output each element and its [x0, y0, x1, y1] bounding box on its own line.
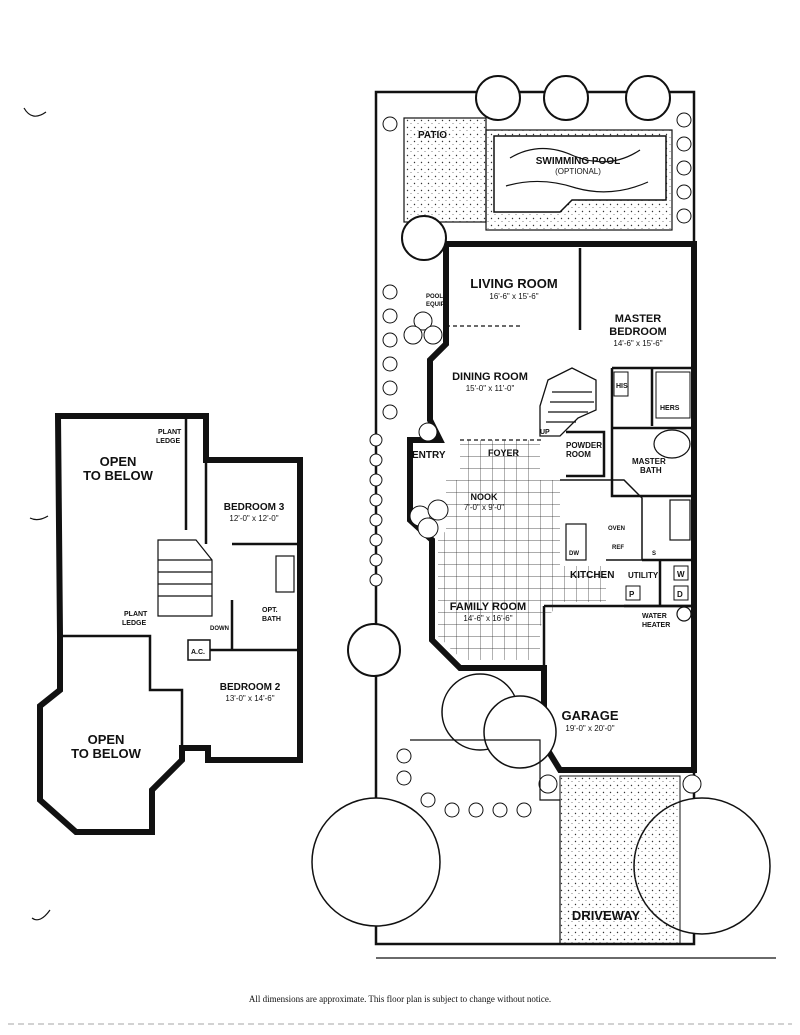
water-heater-tank [676, 606, 692, 622]
master-bath-walls [610, 428, 694, 498]
ac-box [187, 639, 211, 661]
kitchen-label: KITCHEN [570, 570, 614, 581]
upper-stair-treads [158, 559, 212, 597]
pool-water-swirl-1 [509, 147, 641, 163]
garage-label: GARAGE [561, 708, 618, 723]
oven-label: OVEN [608, 526, 625, 532]
ac-label: A.C. [191, 649, 205, 656]
bedroom3-wall [204, 460, 300, 546]
dryer-label: D [677, 590, 683, 599]
foyer-tile [460, 440, 540, 480]
master-bedroom-dim: 14'-6" x 15'-6" [613, 339, 662, 348]
master-shower [669, 499, 691, 541]
powder-room-label-2: ROOM [566, 450, 591, 459]
first-floor-plan: PATIO SWIMMING POOL (OPTIONAL) POOL EQUI… [311, 75, 776, 959]
second-floor-plan: PLANT LEDGE OPEN TO BELOW BEDROOM 3 12'-… [37, 413, 303, 835]
bedroom2-dim: 13'-0" x 14'-6" [225, 694, 274, 703]
pantry-box [625, 585, 641, 601]
powder-room-label-1: POWDER [566, 441, 602, 450]
down-label: DOWN [210, 626, 229, 632]
master-bath-label-2: BATH [640, 466, 662, 475]
hers-closet [655, 371, 691, 419]
garage-wall [542, 604, 694, 668]
foyer-label: FOYER [488, 448, 520, 458]
margin-mark-mid [29, 515, 49, 521]
open-to-below-top-label-1: OPEN [100, 454, 137, 469]
nook-label: NOOK [471, 492, 499, 502]
dryer-box [673, 585, 689, 601]
master-closets-wall [610, 366, 694, 430]
water-heater-label-2: HEATER [642, 622, 670, 629]
upper-open-divider [60, 634, 184, 748]
dw-label: DW [569, 551, 579, 557]
upper-tub [275, 555, 295, 593]
open-to-below-top-label-2: TO BELOW [83, 468, 154, 483]
pool-equip-label-1: POOL [426, 294, 443, 300]
plant-ledge-top-label-1: PLANT [158, 429, 182, 436]
utility-label: UTILITY [628, 571, 659, 580]
living-room-dim: 16'-6" x 15'-6" [489, 292, 538, 301]
pool-equip-label-2: EQUIP [426, 302, 445, 308]
opt-bath-label-1: OPT. [262, 607, 278, 614]
living-room-label: LIVING ROOM [470, 276, 557, 291]
bedroom2-wall [206, 600, 300, 652]
pool-note: (OPTIONAL) [555, 167, 601, 176]
nook-kitchen-family-tile [438, 480, 606, 660]
patio-label: PATIO [418, 130, 447, 141]
washer-box [673, 565, 689, 581]
entry-label: ENTRY [412, 450, 446, 461]
plant-ledge-top-label-2: LEDGE [156, 438, 180, 445]
plant-ledge-mid-label-2: LEDGE [122, 620, 146, 627]
master-bath-label-1: MASTER [632, 457, 666, 466]
kitchen-island [565, 523, 587, 561]
pool-label: SWIMMING POOL [536, 156, 620, 167]
master-bedroom-label-1: MASTER [615, 313, 662, 325]
his-label: HIS [616, 383, 628, 390]
hers-label: HERS [660, 405, 680, 412]
bedroom2-label: BEDROOM 2 [220, 682, 281, 693]
up-label: UP [540, 429, 550, 436]
sink-label: S [652, 551, 656, 557]
tree-icon-group-top [347, 75, 671, 677]
kitchen-counter [560, 479, 643, 561]
powder-room-walls [566, 430, 606, 478]
swimming-pool [493, 135, 667, 213]
stair-treads [546, 391, 594, 423]
pantry-label: P [629, 590, 635, 599]
master-tub [653, 429, 691, 459]
upper-stair [157, 539, 213, 617]
opt-bath-label-2: BATH [262, 616, 281, 623]
garage-dim: 19'-0" x 20'-0" [565, 724, 614, 733]
nook-dim: 7'-0" x 9'-0" [464, 503, 504, 512]
dining-room-label: DINING ROOM [452, 371, 528, 383]
second-floor-exterior-walls [37, 413, 303, 835]
patio-area [403, 117, 487, 223]
margin-mark-bottom [31, 909, 51, 921]
bedroom3-label: BEDROOM 3 [224, 502, 285, 513]
his-closet [613, 371, 629, 397]
dining-room-dim: 15'-0" x 11'-0" [466, 384, 515, 393]
bedroom3-dim: 12'-0" x 12'-0" [229, 514, 278, 523]
open-to-below-bottom-label-2: TO BELOW [71, 746, 142, 761]
disclaimer-note: All dimensions are approximate. This flo… [248, 994, 552, 1004]
plant-ledge-mid-label-1: PLANT [124, 611, 148, 618]
family-room-label: FAMILY ROOM [450, 601, 526, 613]
washer-label: W [677, 570, 685, 579]
open-to-below-bottom-label-1: OPEN [88, 732, 125, 747]
family-room-dim: 14'-6" x 16'-6" [463, 614, 512, 623]
pool-water-swirl-2 [505, 180, 649, 193]
ref-label: REF [612, 545, 624, 551]
master-bedroom-label-2: BEDROOM [609, 326, 666, 338]
margin-mark-top [23, 107, 47, 117]
water-heater-label-1: WATER [642, 613, 667, 620]
shrub-icon-group [369, 112, 702, 818]
driveway-label: DRIVEWAY [572, 908, 640, 923]
driveway-area [559, 775, 681, 945]
palm-tree-icon-group [311, 673, 771, 935]
